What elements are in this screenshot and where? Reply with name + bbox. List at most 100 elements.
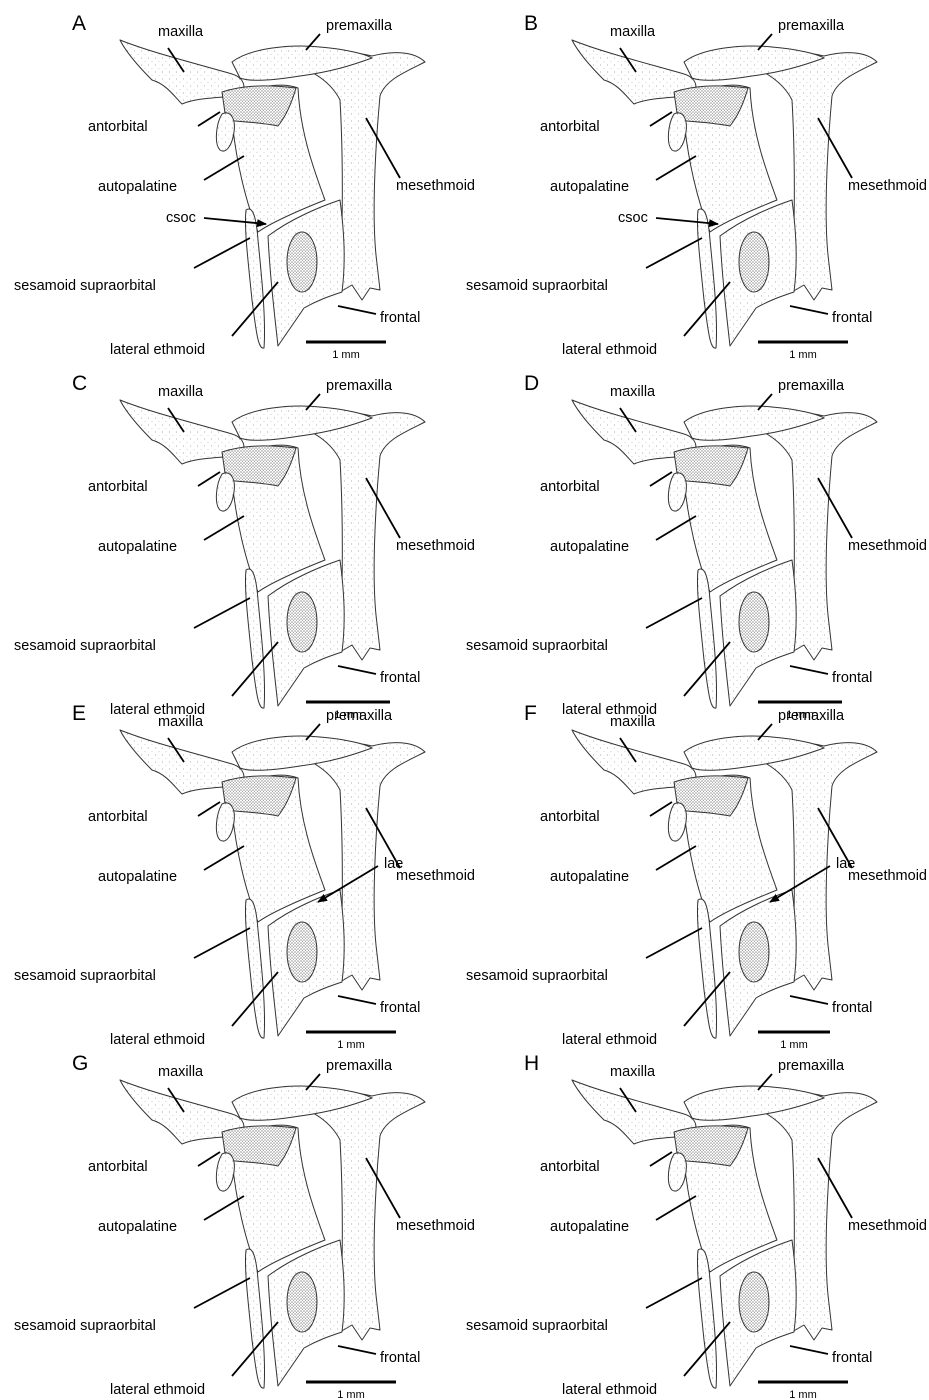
maxilla-bone [119,1079,245,1145]
autopalatine-leader [655,155,697,181]
frontal-leader [337,665,377,675]
antorbital-bone [667,472,687,512]
premaxilla-leader [757,33,773,51]
lateral-ethmoid-leader [683,1321,731,1377]
frontal-leader [789,995,829,1005]
mesethmoid-leader [365,807,401,869]
cartilage-strip [221,1125,297,1167]
antorbital-label: antorbital [540,479,600,495]
sesamoid-supraorbital-bone [696,1248,718,1389]
lateral-ethmoid-leader [231,1321,279,1377]
sesamoid-supraorbital-label: sesamoid supraorbital [466,1318,608,1334]
autopalatine-leader [203,515,245,541]
panel-letter: F [524,702,537,725]
cartilage-strip [673,1125,749,1167]
antorbital-leader [649,471,673,487]
maxilla-label: maxilla [158,714,204,730]
antorbital-bone [667,802,687,842]
lateral-ethmoid-oval [286,921,318,983]
premaxilla-leader [757,1073,773,1091]
antorbital-bone [215,112,235,152]
sesamoid-supraorbital-leader [645,1277,703,1309]
panel-letter: E [72,702,86,725]
lateral-ethmoid-oval [738,1271,770,1333]
frontal-label: frontal [380,670,420,686]
antorbital-leader [197,111,221,127]
scale-bar-label: 1 mm [786,709,814,721]
mesethmoid-leader [817,477,853,539]
mesethmoid-bone [741,412,878,661]
frontal-leader [337,1345,377,1355]
frontal-label: frontal [832,310,872,326]
antorbital-bone [667,1152,687,1192]
maxilla-leader [619,737,637,763]
scale-bar-label: 1 mm [337,1389,365,1400]
sesamoid-supraorbital-leader [193,1277,251,1309]
lae-arrow [769,865,831,903]
autopalatine-leader [203,155,245,181]
premaxilla-bone [683,45,825,81]
maxilla-label: maxilla [158,24,204,40]
maxilla-leader [167,407,185,433]
sesamoid-supraorbital-bone [696,208,718,349]
antorbital-bone [667,112,687,152]
premaxilla-label: premaxilla [326,378,393,394]
skull-drawing [571,39,878,349]
antorbital-leader [197,471,221,487]
sesamoid-supraorbital-leader [645,597,703,629]
premaxilla-bone [683,1085,825,1121]
mesethmoid-label: mesethmoid [848,538,927,554]
lateral-ethmoid-leader [231,281,279,337]
autopalatine-leader [655,1195,697,1221]
sesamoid-supraorbital-label: sesamoid supraorbital [466,278,608,294]
antorbital-leader [649,111,673,127]
premaxilla-label: premaxilla [778,378,845,394]
cartilage-strip [221,445,297,487]
maxilla-label: maxilla [610,714,656,730]
premaxilla-label: premaxilla [778,1058,845,1074]
cartilage-strip [673,445,749,487]
sesamoid-supraorbital-label: sesamoid supraorbital [14,1318,156,1334]
antorbital-bone [215,802,235,842]
sesamoid-supraorbital-bone [244,568,266,709]
sesamoid-supraorbital-bone [696,568,718,709]
panel-letter: H [524,1052,539,1075]
csoc-label: csoc [618,210,648,226]
lateral-ethmoid-leader [231,641,279,697]
autopalatine-label: autopalatine [550,1219,629,1235]
lae-label: lae [384,856,403,872]
sesamoid-supraorbital-bone [244,898,266,1039]
frontal-leader [789,665,829,675]
panel-letter: G [72,1052,88,1075]
maxilla-label: maxilla [158,384,204,400]
maxilla-leader [167,47,185,73]
frontal-leader [789,1345,829,1355]
lae-arrow [317,865,379,903]
mesethmoid-label: mesethmoid [396,1218,475,1234]
antorbital-label: antorbital [540,809,600,825]
mesethmoid-label: mesethmoid [396,868,475,884]
scale-bar-label: 1 mm [332,349,360,361]
autopalatine-leader [655,515,697,541]
maxilla-bone [571,39,697,105]
premaxilla-leader [305,33,321,51]
sesamoid-supraorbital-bone [244,208,266,349]
maxilla-bone [119,39,245,105]
maxilla-bone [119,399,245,465]
maxilla-leader [167,1087,185,1113]
frontal-leader [789,305,829,315]
lateral-ethmoid-label: lateral ethmoid [562,1382,657,1398]
antorbital-leader [649,1151,673,1167]
lateral-ethmoid-label: lateral ethmoid [110,1382,205,1398]
cartilage-strip [673,775,749,817]
maxilla-leader [619,407,637,433]
maxilla-bone [119,729,245,795]
autopalatine-leader [203,845,245,871]
sesamoid-supraorbital-leader [645,237,703,269]
scale-bar-label: 1 mm [789,349,817,361]
